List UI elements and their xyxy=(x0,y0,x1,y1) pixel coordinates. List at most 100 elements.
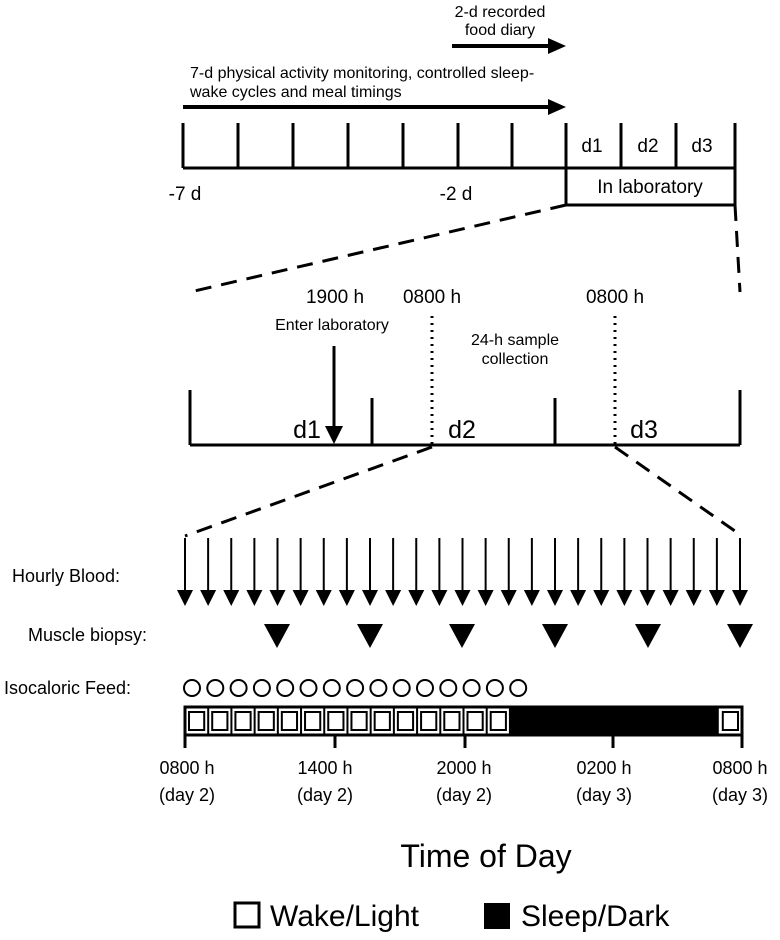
blood-sample-arrowhead xyxy=(292,590,309,606)
time-1900-label: 1900 h xyxy=(306,287,364,308)
feed-marker xyxy=(276,679,295,697)
axis-time-1: 1400 h xyxy=(297,758,352,778)
sleep-period xyxy=(509,707,719,735)
blood-sample-arrowhead xyxy=(708,590,725,606)
zoom-line-right-2 xyxy=(614,445,743,538)
time-axis: 0800 h (day 2) 1400 h (day 2) 2000 h (da… xyxy=(159,736,768,805)
axis-time-3: 0200 h xyxy=(576,758,631,778)
food-diary-label-line1: 2-d recorded xyxy=(455,4,546,21)
zoom-line-left-2 xyxy=(184,445,433,538)
wake-hour-cell xyxy=(280,711,299,731)
feed-marker xyxy=(369,679,388,697)
enter-laboratory-label: Enter laboratory xyxy=(275,317,389,334)
enter-arrowhead xyxy=(325,426,343,444)
activity-label-line1: 7-d physical activity monitoring, contro… xyxy=(190,65,534,82)
light-dark-bar xyxy=(183,705,744,737)
feed-marker xyxy=(439,679,458,697)
wake-hour-cell xyxy=(304,711,322,731)
axis-day-2: (day 2) xyxy=(436,785,492,805)
overview-timeline: 2-d recorded food diary 7-d physical act… xyxy=(169,4,737,207)
blood-sample-arrowhead xyxy=(685,590,702,606)
wake-hour-cell xyxy=(396,711,415,731)
laboratory-label: In laboratory xyxy=(597,177,703,198)
wake-hour-cell xyxy=(420,711,438,731)
biopsy-marker xyxy=(449,624,475,648)
laboratory-timeline: 1900 h 0800 h 0800 h Enter laboratory 24… xyxy=(188,287,742,447)
axis-day-0: (day 2) xyxy=(159,785,215,805)
blood-sample-arrowhead xyxy=(385,590,402,606)
sample-collection-line2: collection xyxy=(482,351,549,368)
feed-marker xyxy=(229,679,248,697)
axis-time-2: 2000 h xyxy=(436,758,491,778)
feed-marker xyxy=(206,679,225,697)
legend-wake-swatch xyxy=(233,901,261,929)
wake-hour-cell xyxy=(489,711,507,731)
wake-hour-cell xyxy=(211,711,229,731)
legend-wake-label: Wake/Light xyxy=(270,900,420,933)
biopsy-marker xyxy=(542,624,568,648)
blood-sample-arrowhead xyxy=(732,590,748,606)
time-0800-label-b: 0800 h xyxy=(586,287,644,308)
lab-day-d2: d2 xyxy=(448,416,476,444)
wake-hour-cell xyxy=(443,711,461,731)
blood-sample-arrowhead xyxy=(593,590,610,606)
axis-day-3: (day 3) xyxy=(576,785,632,805)
laboratory-box xyxy=(564,166,737,207)
feed-marker xyxy=(509,679,528,697)
blood-sample-arrowhead xyxy=(315,590,332,606)
sample-collection-line1: 24-h sample xyxy=(471,332,559,349)
zoom-line-left-1 xyxy=(189,203,567,294)
overview-day-d1: d1 xyxy=(581,136,602,157)
feed-marker xyxy=(462,679,481,697)
blood-sample-arrowhead xyxy=(223,590,240,606)
start-day-label: -7 d xyxy=(169,184,202,205)
blood-sample-arrowhead xyxy=(362,590,378,606)
wake-hour-cell xyxy=(350,711,368,731)
blood-sample-arrowhead xyxy=(570,590,587,606)
blood-sample-arrowhead xyxy=(431,590,448,606)
blood-sample-arrowhead xyxy=(269,590,286,606)
blood-sample-arrowhead xyxy=(200,590,217,606)
blood-sample-arrowhead xyxy=(500,590,517,606)
blood-sample-arrowhead xyxy=(454,590,471,606)
wake-hour-cell xyxy=(188,711,206,731)
blood-sample-arrowhead xyxy=(639,590,656,606)
wake-hour-cell xyxy=(373,711,391,731)
wake-hour-cell xyxy=(234,711,252,731)
activity-arrowhead xyxy=(548,99,566,115)
muscle-biopsy-markers xyxy=(264,624,753,648)
zoom-line-right-1 xyxy=(733,204,742,293)
feed-marker xyxy=(299,679,318,697)
mid-day-label: -2 d xyxy=(440,184,473,205)
legend-sleep-swatch xyxy=(484,903,510,929)
food-diary-label-line2: food diary xyxy=(465,22,535,39)
overview-day-d3: d3 xyxy=(691,136,712,157)
legend: Wake/Light Sleep/Dark xyxy=(233,900,670,933)
blood-sample-arrowhead xyxy=(616,590,633,606)
blood-sample-arrowhead xyxy=(662,590,679,606)
lab-day-d1: d1 xyxy=(293,416,321,444)
lab-day-d3: d3 xyxy=(630,416,658,444)
overview-day-d2: d2 xyxy=(637,136,658,157)
feed-marker xyxy=(346,679,365,697)
activity-label-line2: wake cycles and meal timings xyxy=(189,84,402,101)
muscle-biopsy-label: Muscle biopsy: xyxy=(28,625,147,645)
isocaloric-feed-label: Isocaloric Feed: xyxy=(4,678,131,698)
blood-sample-arrowhead xyxy=(177,590,193,606)
axis-day-1: (day 2) xyxy=(297,785,353,805)
blood-sample-arrowhead xyxy=(523,590,540,606)
feed-marker xyxy=(416,679,434,697)
time-0800-label-a: 0800 h xyxy=(403,287,461,308)
axis-title: Time of Day xyxy=(400,838,571,874)
feed-marker xyxy=(183,679,201,697)
biopsy-marker xyxy=(727,624,753,648)
feed-marker xyxy=(252,679,271,697)
blood-sample-arrowhead xyxy=(246,590,263,606)
wake-hour-cell xyxy=(466,711,484,731)
blood-sample-arrowhead xyxy=(547,590,563,606)
blood-sample-arrowhead xyxy=(338,590,355,606)
biopsy-marker xyxy=(635,624,661,648)
isocaloric-feed-markers xyxy=(183,679,528,697)
feed-marker xyxy=(392,679,411,697)
